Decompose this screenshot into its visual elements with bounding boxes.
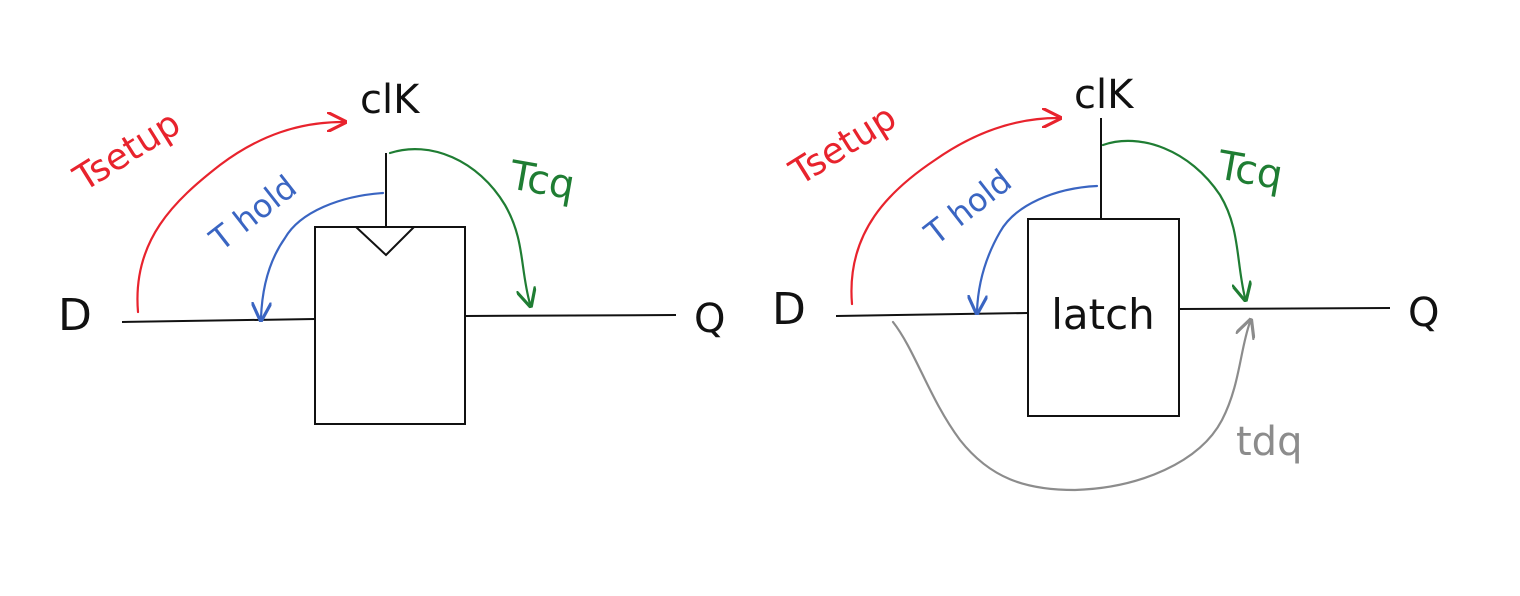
- latch-hold-arrow: [977, 184, 1099, 311]
- latch-q-wire: [1178, 307, 1391, 310]
- ff-clock-triangle: [355, 226, 415, 257]
- ff-d-label: D: [58, 290, 92, 341]
- latch-setup-label: Tsetup: [782, 97, 904, 194]
- latch-cq-arrow: [1101, 139, 1245, 298]
- latch-box-label: latch: [1051, 290, 1155, 339]
- ff-box: [314, 226, 466, 425]
- flipflop-diagram: D Q clK Tsetup T hold Tcq: [58, 77, 725, 425]
- latch-diagram: latch D Q clK Tsetup T hold Tcq tdq: [772, 72, 1439, 492]
- ff-q-label: Q: [694, 296, 725, 342]
- ff-hold-arrow: [261, 191, 385, 318]
- ff-setup-arrow: [136, 122, 343, 314]
- latch-box: [1027, 218, 1180, 417]
- ff-q-wire: [464, 314, 677, 317]
- latch-q-label: Q: [1408, 290, 1439, 336]
- latch-d-label: D: [772, 284, 806, 335]
- ff-setup-label: Tsetup: [66, 103, 188, 200]
- latch-d-wire: [835, 312, 1029, 317]
- ff-hold-label: T hold: [202, 168, 304, 259]
- latch-dq-arrow: [891, 322, 1250, 492]
- ff-clk-label: clK: [360, 77, 421, 123]
- ff-d-wire: [121, 318, 316, 323]
- ff-cq-label: Tcq: [505, 152, 578, 209]
- latch-cq-label: Tcq: [1213, 142, 1286, 199]
- latch-hold-label: T hold: [917, 162, 1019, 253]
- ff-cq-arrow: [388, 148, 530, 304]
- latch-dq-label: tdq: [1236, 419, 1302, 465]
- latch-setup-arrow: [850, 118, 1058, 306]
- latch-clk-label: clK: [1074, 72, 1135, 118]
